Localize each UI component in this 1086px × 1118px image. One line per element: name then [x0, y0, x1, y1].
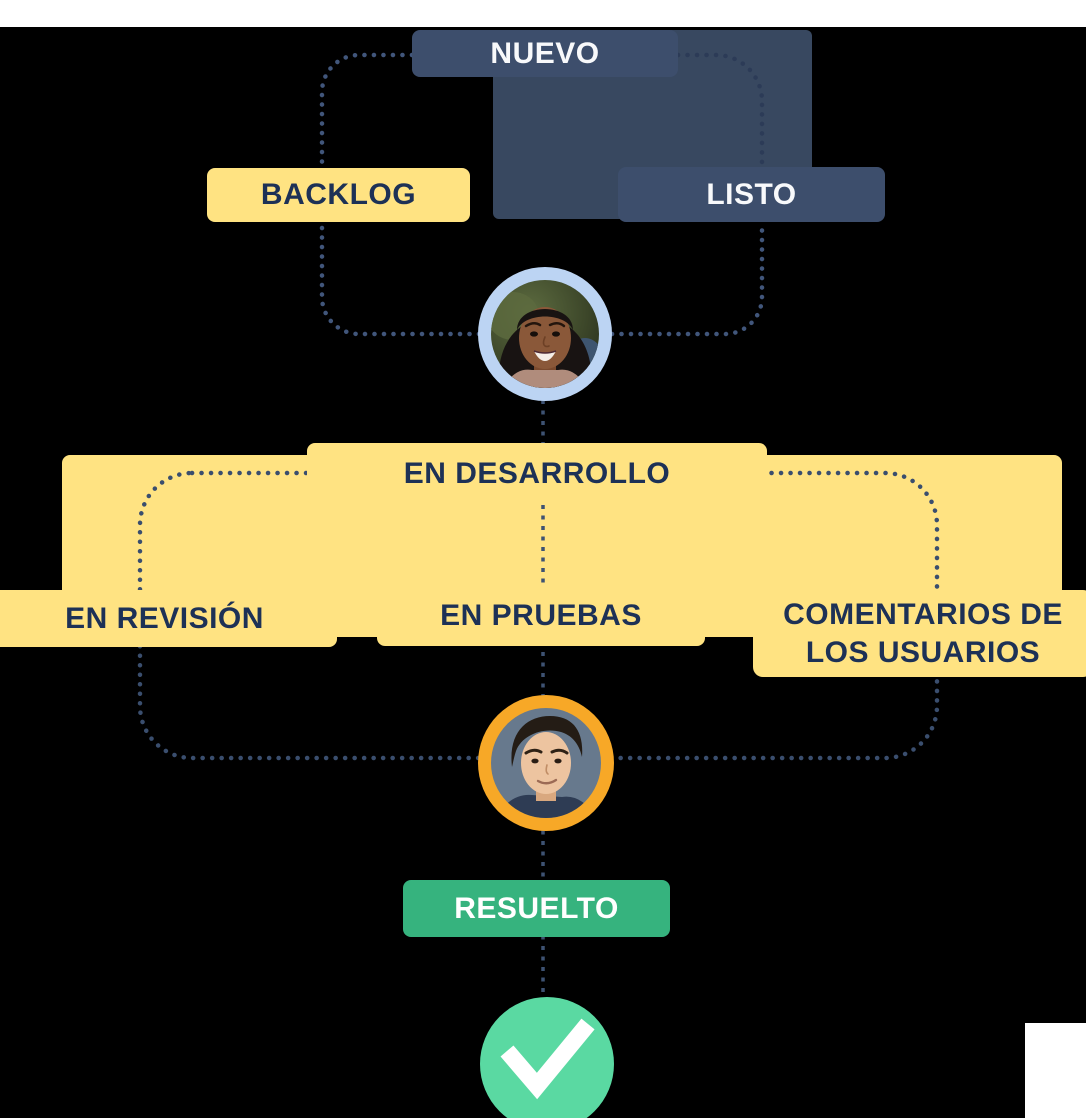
status-resuelto-label: RESUELTO: [454, 891, 619, 925]
status-en-desarrollo: EN DESARROLLO: [307, 443, 767, 505]
status-resuelto: RESUELTO: [403, 880, 670, 937]
status-nuevo: NUEVO: [412, 30, 678, 77]
status-en-pruebas-label: EN PRUEBAS: [440, 599, 642, 632]
status-listo-label: LISTO: [706, 177, 797, 211]
done-indicator: [480, 997, 614, 1118]
status-listo: LISTO: [618, 167, 885, 222]
top-white-strip: [0, 0, 1086, 27]
status-en-desarrollo-label: EN DESARROLLO: [403, 457, 671, 490]
dotted-loop-top-on-panel: [675, 52, 765, 171]
status-nuevo-label: NUEVO: [490, 36, 600, 70]
done-circle: [480, 997, 614, 1118]
status-comentarios-line2: LOS USUARIOS: [805, 635, 1041, 669]
status-en-revision: EN REVISIÓN: [0, 590, 337, 647]
status-en-pruebas: EN PRUEBAS: [377, 586, 705, 646]
bottom-right-white-block: [1025, 1023, 1086, 1118]
status-en-revision-label: EN REVISIÓN: [65, 601, 264, 635]
check-icon: [500, 1018, 595, 1100]
avatar-1-photo: [491, 280, 599, 388]
status-comentarios: COMENTARIOS DE LOS USUARIOS: [753, 590, 1086, 677]
avatar-2: [478, 695, 614, 831]
status-comentarios-line1: COMENTARIOS DE: [783, 597, 1063, 631]
dotted-loop-top: [319, 52, 765, 337]
avatar-1: [478, 267, 612, 401]
status-backlog: BACKLOG: [207, 168, 470, 222]
avatar-2-photo: [491, 708, 601, 818]
status-backlog-label: BACKLOG: [260, 178, 417, 211]
